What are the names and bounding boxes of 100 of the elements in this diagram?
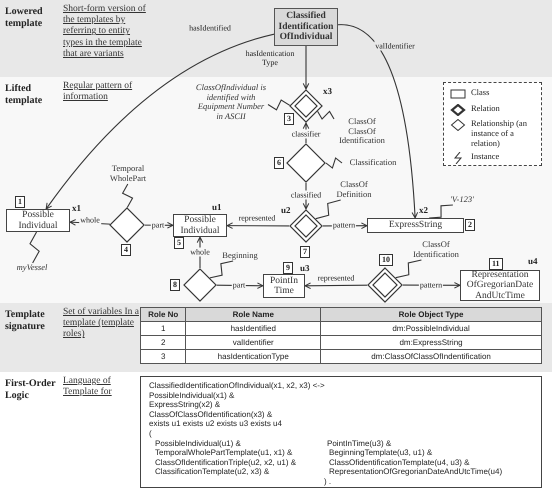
callout-number: 5 [174, 237, 184, 249]
instance-zigzag-line [326, 157, 342, 169]
table-cell: hasIdenticationType [186, 350, 321, 364]
callout-number: 8 [170, 279, 180, 291]
logic-line: ExpressString(x2) & [149, 400, 220, 410]
logic-line: ClassifiedIdentificationOfIndividual(x1, x2, x3) <-> [149, 381, 325, 390]
callout-number: 9 [283, 262, 293, 274]
band-panel [0, 0, 552, 77]
class-box: ExpressString [367, 218, 464, 233]
class-box: Possible Individual [6, 209, 70, 232]
class-box: Classified Identification OfIndividual [274, 8, 338, 46]
instance-label: ClassOf Definition [325, 180, 383, 199]
instance-zigzag-line [316, 199, 341, 220]
logic-line: PointInTime(u3) & [327, 438, 392, 448]
table-cell: dm:ClassOfClassOfIndentification [320, 350, 542, 364]
instance-zigzag-line [396, 259, 422, 278]
callout-number: 10 [379, 254, 393, 266]
variable-label: x3 [323, 86, 332, 96]
logic-line: BeginningTemplate(u3, u1) & [329, 448, 432, 458]
edge-label: pattern [332, 220, 356, 230]
variable-label: u1 [212, 202, 222, 212]
instance-label: Classification [342, 158, 404, 168]
arrow [46, 34, 274, 210]
edge-label: part [232, 280, 246, 290]
logic-line: RepresentationOfGregorianDateAndUtcTime(u4) [329, 467, 502, 477]
instance-zigzag-line [429, 204, 453, 219]
section-description: Language of Template for [63, 376, 113, 398]
section-heading: Lifted template [5, 83, 44, 107]
logic-line: exists u1 exists u2 exists u3 exists u4 [149, 419, 282, 429]
relation-diamond [367, 267, 403, 303]
table-header-cell: Role Name [186, 308, 321, 322]
logic-line: PossibleIndividual(x1) & [149, 390, 234, 400]
arrow [302, 46, 310, 90]
band-panel [0, 77, 552, 303]
arrow [226, 222, 290, 229]
section-heading: Template signature [5, 309, 46, 333]
instance-label: ClassOfIndividual is identified with Equipment Number in ASCII [194, 83, 268, 121]
callout-number: 3 [284, 113, 294, 125]
section-heading: First-Order Logic [5, 378, 56, 402]
callout-number: 4 [121, 244, 131, 256]
instance-label: ClassOf Identification [405, 240, 467, 259]
instance-zigzag-line [122, 184, 134, 208]
callout-number: 6 [274, 157, 284, 169]
arrow [70, 219, 110, 226]
table-cell: hasIdentified [186, 322, 321, 336]
instance-zigzag-line [317, 110, 334, 120]
legend-label: Relationship (an instance of a relation) [471, 118, 528, 148]
arrow [338, 24, 418, 218]
section-description: Short-form version of the templates by referring to entity types in the template that are variants [63, 4, 147, 60]
table-header-cell: Role No [140, 308, 186, 322]
relationship-diamond [286, 143, 326, 183]
edge-label: whole [189, 248, 211, 256]
legend-label: Class [471, 87, 490, 97]
edge-label: classifier [290, 130, 322, 138]
arrow [196, 236, 204, 268]
class-box: Representation OfGregorianDate AndUtcTime [460, 270, 540, 301]
callout-number: 7 [300, 246, 310, 258]
section-description: Set of variables In a template (template roles) [63, 307, 140, 341]
section-heading: Lowered template [5, 6, 44, 30]
legend-label: Relation [471, 103, 501, 113]
table-header-cell: Role Object Type [320, 308, 542, 322]
edge-label: part [150, 220, 166, 230]
variable-label: u3 [300, 263, 310, 273]
instance-label: Beginning [218, 251, 262, 260]
table-cell: dm:ExpressString [320, 336, 542, 350]
logic-line: ClassOfIdentificationTriple(u2, x2, u1) & [155, 458, 296, 468]
instance-label: myVessel [12, 263, 52, 272]
callout-number: 2 [465, 219, 475, 231]
logic-line: PossibleIndividual(u1) & [155, 438, 241, 448]
variable-label: x2 [419, 205, 428, 215]
relation-diamond [289, 89, 323, 123]
logic-line: ClassOfidentificationTemplate(u4, u3) & [329, 458, 470, 468]
logic-box [140, 376, 542, 488]
relation-diamond [289, 209, 323, 243]
instance-label: 'V-123' [445, 195, 479, 204]
callout-number: 1 [15, 196, 25, 208]
logic-line: TemporalWholePartTemplate(u1, x1) & [155, 448, 292, 458]
table-cell: 3 [140, 350, 186, 364]
variable-label: u4 [528, 256, 538, 266]
relationship-diamond [109, 207, 145, 243]
table-cell: 1 [140, 322, 186, 336]
instance-label: ClassOf ClassOf Identification [334, 117, 390, 146]
variable-label: x1 [72, 203, 81, 213]
class-box: Possible Individual [173, 214, 227, 237]
instance-label: Temporal WholePart [100, 164, 156, 183]
logic-line: ClassOfClassOfIdentification(x3) & [149, 410, 272, 420]
variable-label: u2 [281, 205, 291, 215]
edge-label: hasIdentified [188, 24, 232, 32]
callout-number: 11 [489, 258, 503, 270]
table-cell: dm:PossibleIndividual [320, 322, 542, 336]
logic-line: ClassificationTemplate(u2, x3) & [155, 467, 270, 477]
class-box: PointIn Time [263, 274, 305, 298]
edge-label: whole [79, 216, 101, 224]
section-description: Regular pattern of information [63, 81, 134, 104]
table-cell: valIdentifier [186, 336, 321, 350]
edge-label: valIdentifier [374, 42, 416, 50]
logic-line: ( [149, 429, 152, 438]
legend-label: Instance [471, 151, 500, 161]
arrow [304, 282, 368, 290]
edge-label: represented [238, 214, 276, 222]
